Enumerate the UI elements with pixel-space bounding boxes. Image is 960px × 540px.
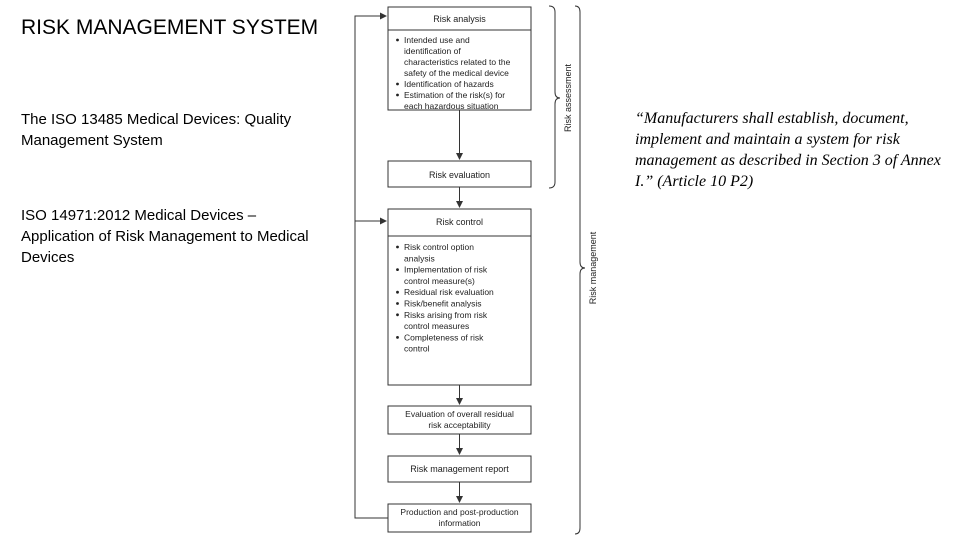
risk-control-item-text: Implementation of risk <box>404 265 488 275</box>
risk-analysis-item-text: each hazardous situation <box>404 101 499 111</box>
risk-control-bullet <box>396 245 399 249</box>
risk-control-item-text: Risks arising from risk <box>404 310 488 320</box>
risk-control-item-text: analysis <box>404 253 435 263</box>
risk-control-bullet <box>396 268 399 271</box>
risk-control-item-text: Risk control option <box>404 242 474 252</box>
risk-control-bullet <box>396 313 399 317</box>
risk-control-item-text: Completeness of risk <box>404 332 484 342</box>
feedback-loop-to-analysis <box>354 12 388 519</box>
risk-analysis-item-text: characteristics related to the <box>404 57 511 67</box>
risk-analysis-item-text: identification of <box>404 46 461 56</box>
production-line-1: Production and post-production <box>400 507 518 517</box>
risk-control-bullet <box>396 302 399 305</box>
risk-control-item-text: control measures <box>404 321 469 331</box>
risk-analysis-bullet <box>396 38 399 42</box>
risk-assessment-bracket <box>548 5 561 189</box>
iso-13485-text: The ISO 13485 Medical Devices: Quality M… <box>21 111 292 149</box>
risk-management-bracket <box>574 5 586 535</box>
risk-control-bullet <box>396 336 399 339</box>
risk-analysis-item-text: safety of the medical device <box>404 68 509 78</box>
risk-analysis-bullet <box>396 93 399 97</box>
risk-control-title: Risk control <box>436 217 483 227</box>
slide-title: RISK MANAGEMENT SYSTEM <box>21 16 319 39</box>
risk-control-list: Risk control optionanalysisImplementatio… <box>396 242 494 354</box>
risk-analysis-item-text: Identification of hazards <box>404 79 494 89</box>
risk-evaluation-title: Risk evaluation <box>429 170 490 180</box>
risk-management-label: Risk management <box>588 231 598 304</box>
risk-analysis-bullet <box>396 82 399 86</box>
risk-analysis-item-text: Estimation of the risk(s) for <box>404 90 505 100</box>
risk-analysis-item-text: Intended use and <box>404 35 470 45</box>
risk-control-bullet <box>396 290 399 294</box>
risk-control-item-text: Risk/benefit analysis <box>404 299 481 309</box>
risk-control-item-text: Residual risk evaluation <box>404 287 494 297</box>
production-line-2: information <box>438 518 480 528</box>
risk-control-item-text: control measure(s) <box>404 276 475 286</box>
article-quote: “Manufacturers shall establish, document… <box>635 110 941 190</box>
risk-analysis-title: Risk analysis <box>433 14 486 24</box>
overall-residual-line-2: risk acceptability <box>428 420 491 430</box>
risk-assessment-label: Risk assessment <box>563 63 573 132</box>
iso-14971-text: ISO 14971:2012 Medical Devices – Applica… <box>21 207 309 266</box>
risk-report-title: Risk management report <box>410 464 509 474</box>
risk-control-item-text: control <box>404 344 430 354</box>
overall-residual-line-1: Evaluation of overall residual <box>405 409 514 419</box>
